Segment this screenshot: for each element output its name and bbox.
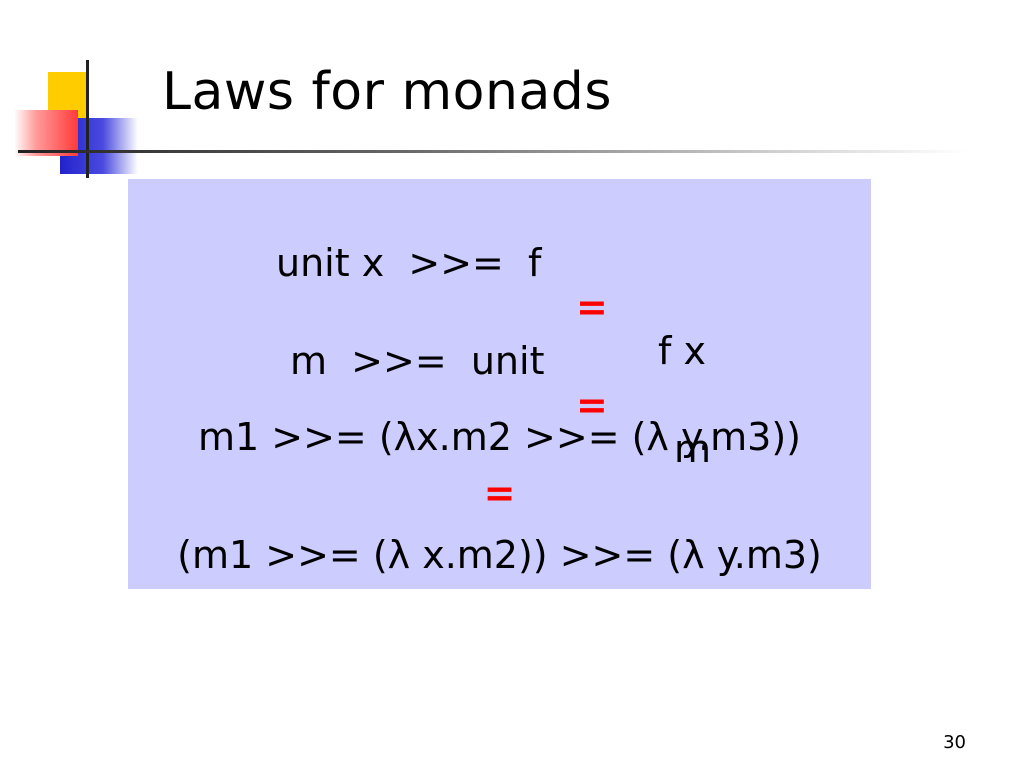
slide-logo-graphic — [0, 0, 160, 180]
right-identity-law: m >>= unit = m — [128, 295, 871, 471]
right-identity-equals: = — [576, 383, 608, 427]
page-number: 30 — [943, 732, 966, 753]
left-identity-lhs: unit x >>= f — [276, 241, 542, 285]
slide-title: Laws for monads — [162, 62, 612, 122]
right-identity-lhs: m >>= unit — [290, 339, 545, 383]
right-identity-rhs: m — [674, 427, 712, 471]
associativity-equals: = — [483, 471, 516, 515]
logo-vertical-line — [86, 60, 89, 178]
associativity-rhs: (m1 >>= (λ x.m2)) >>= (λ y.m3) — [177, 533, 822, 577]
associativity-lhs: m1 >>= (λx.m2 >>= (λ y.m3)) — [197, 415, 801, 459]
left-identity-law: unit x >>= f = f x — [128, 197, 871, 373]
left-identity-equals: = — [576, 285, 608, 329]
logo-red-square — [14, 110, 78, 156]
monad-laws-box: unit x >>= f = f x m >>= unit = m m1 >>=… — [128, 179, 871, 589]
title-underline — [18, 150, 968, 153]
left-identity-rhs: f x — [658, 329, 706, 373]
